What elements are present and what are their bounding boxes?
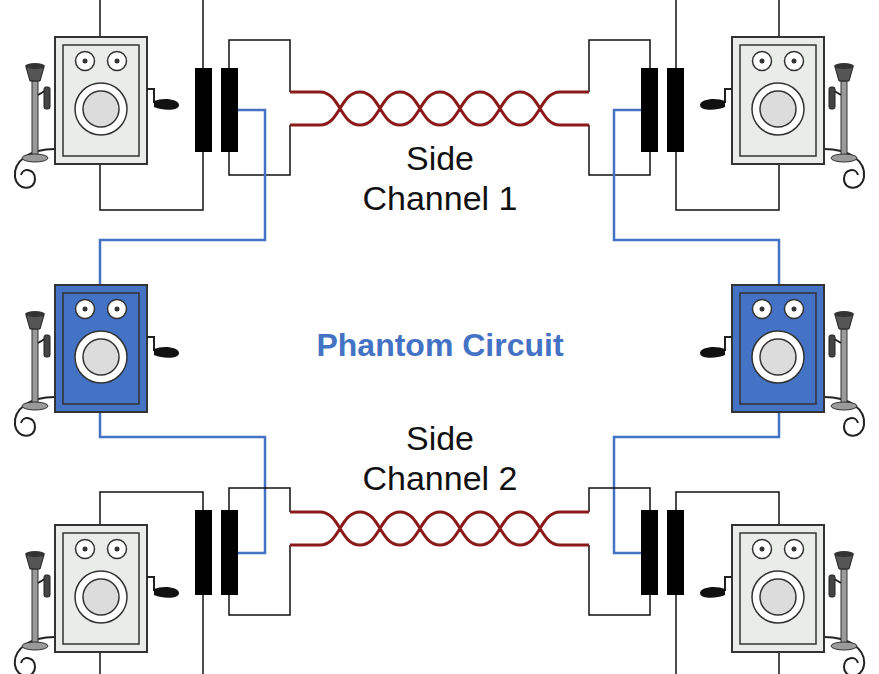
left-terminals: [15, 0, 290, 674]
side-channel-pair: [290, 92, 589, 125]
channel-label: Side Channel 2: [340, 418, 540, 498]
circuit-label: Phantom Circuit: [230, 326, 650, 364]
side-channel-pair: [290, 512, 589, 545]
channel-label: Side Channel 1: [340, 138, 540, 218]
right-terminals: [589, 0, 864, 674]
